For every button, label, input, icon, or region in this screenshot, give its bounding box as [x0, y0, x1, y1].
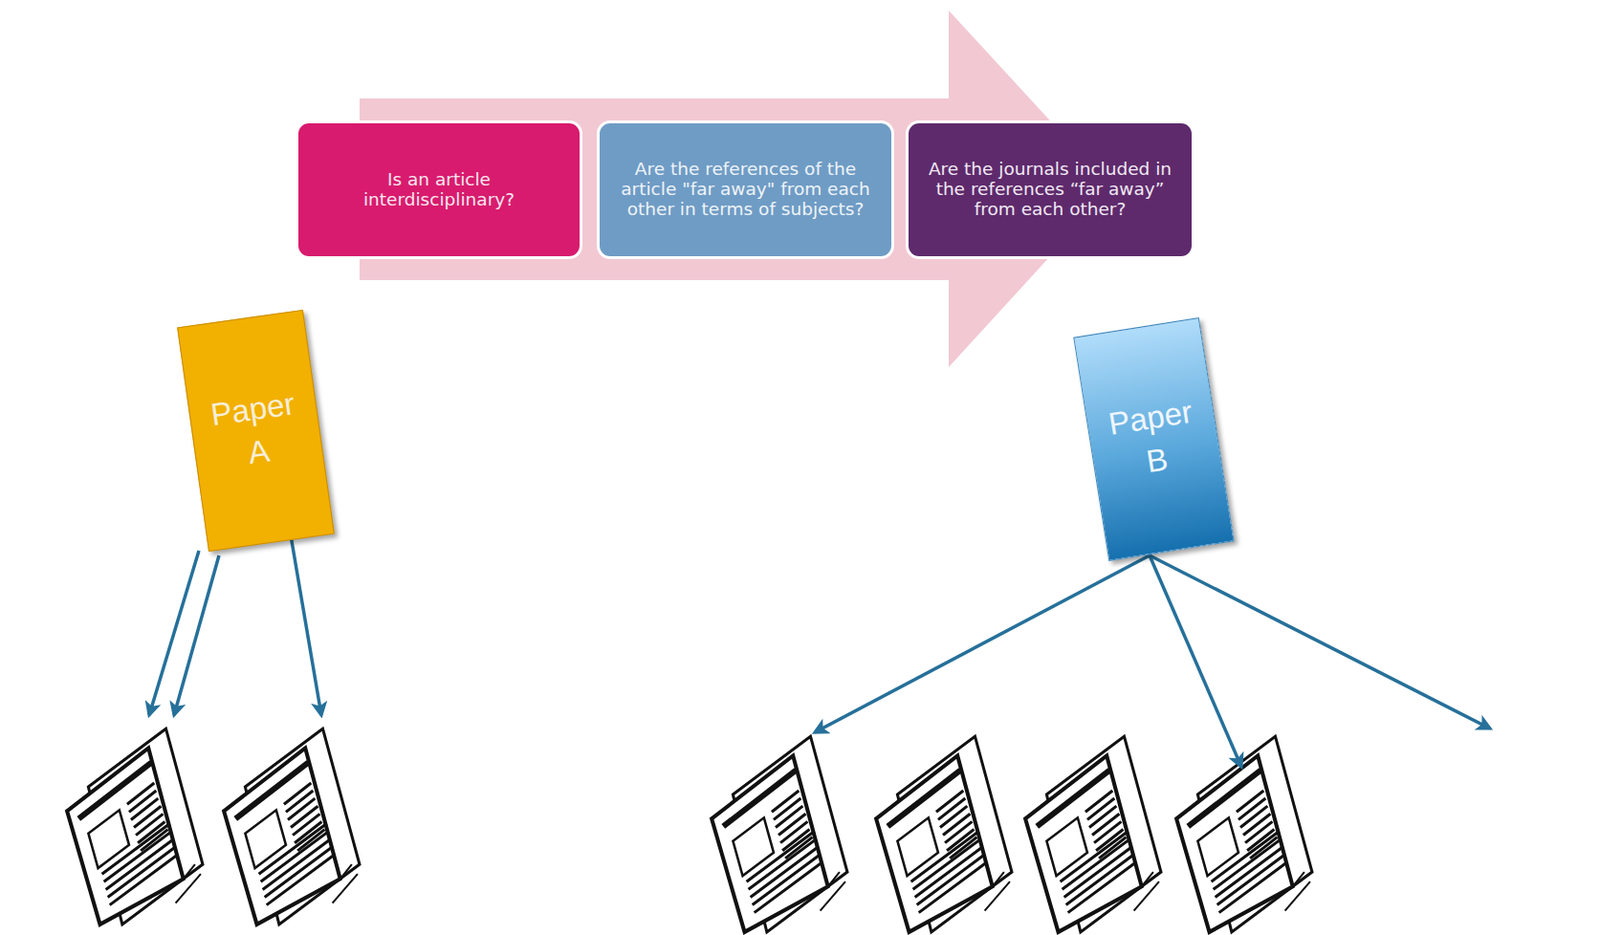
- text-holder: Are the references of the article "far a…: [613, 159, 878, 220]
- text-holder: Are the journals included in the referen…: [921, 159, 1179, 220]
- newspaper-icon: [711, 736, 848, 933]
- newspaper-icon: [876, 736, 1012, 933]
- reference-arrow: [290, 535, 322, 716]
- question-box: Is an article interdisciplinary?: [295, 120, 583, 260]
- question-box: Are the references of the article "far a…: [596, 120, 895, 260]
- text-holder: Is an article interdisciplinary?: [311, 170, 567, 210]
- reference-arrow: [814, 555, 1150, 733]
- newspaper-icon: [66, 728, 203, 925]
- newspaper-icon: [1176, 736, 1313, 933]
- question-box: Are the journals included in the referen…: [905, 120, 1195, 260]
- reference-arrow: [149, 550, 199, 716]
- reference-arrow: [1149, 555, 1242, 768]
- paper-label: Paper B: [1095, 389, 1214, 490]
- newspaper-icon: [1025, 736, 1162, 933]
- text-holder: Paper B: [1095, 389, 1214, 490]
- paper-label: Paper A: [197, 381, 314, 482]
- question-text: Are the references of the article "far a…: [613, 159, 878, 220]
- question-text: Is an article interdisciplinary?: [311, 170, 567, 210]
- paper-card: Paper B: [1073, 317, 1234, 562]
- paper-card: Paper A: [176, 309, 335, 552]
- question-text: Are the journals included in the referen…: [921, 159, 1179, 220]
- newspaper-icon: [223, 728, 360, 925]
- text-holder: Paper A: [197, 381, 314, 482]
- reference-arrows: [149, 535, 1491, 768]
- reference-arrow: [174, 555, 220, 716]
- reference-arrow: [1149, 555, 1491, 729]
